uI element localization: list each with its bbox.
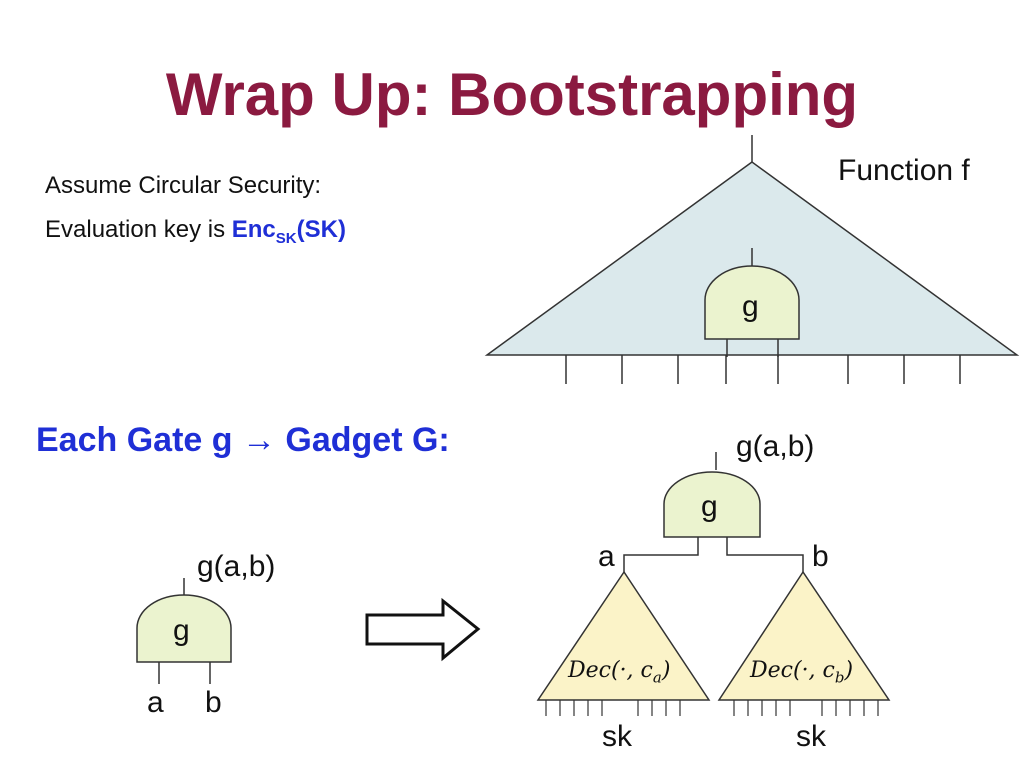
slide-title: Wrap Up: Bootstrapping — [165, 61, 859, 128]
dec-b-end: ) — [844, 658, 854, 683]
key-subscript: SK — [275, 229, 297, 247]
gadget-wire-a — [623, 537, 699, 572]
dec-a-sub: a — [652, 668, 662, 687]
gadget-gate-label: g — [701, 490, 718, 523]
function-input-wires — [565, 355, 961, 384]
assumption-prefix: Evaluation key is — [45, 216, 232, 243]
left-gate-label: g — [173, 614, 190, 647]
dec-a-end: ) — [661, 658, 671, 683]
left-gate-output-label: g(a,b) — [197, 550, 276, 583]
gadget-wire-b — [726, 537, 804, 572]
key-main: Enc — [231, 216, 276, 243]
gadget-gate-shape — [663, 471, 761, 538]
dec-label-a: Dec(·, ca) — [568, 658, 670, 686]
transform-arrow — [365, 597, 481, 662]
gadget-output-label: g(a,b) — [736, 430, 815, 463]
dec-triangle-b — [717, 570, 891, 701]
function-f-label: Function f — [838, 154, 970, 187]
assumption-line-1: Assume Circular Security: — [45, 172, 322, 199]
gadget-input-b: b — [812, 540, 829, 573]
key-argument: (SK) — [296, 216, 346, 243]
dec-b-main: Dec(·, c — [750, 658, 835, 683]
dec-b-sub: b — [834, 668, 845, 687]
dec-a-main: Dec(·, c — [568, 658, 653, 683]
left-gate-shape — [136, 594, 232, 663]
sk-label-right: sk — [796, 720, 826, 753]
evaluation-key: EncSK(SK) — [231, 216, 346, 247]
dec-triangle-a — [536, 570, 711, 701]
dec-label-b: Dec(·, cb) — [750, 658, 853, 686]
section-heading: Each Gate g → Gadget G: — [36, 421, 450, 459]
assumption-line-2: Evaluation key is EncSK(SK) — [45, 216, 346, 247]
sk-wires-right — [733, 700, 879, 716]
sk-label-left: sk — [602, 720, 632, 753]
gadget-input-a: a — [598, 540, 615, 573]
left-gate-input-a: a — [147, 686, 164, 719]
left-gate-input-b: b — [205, 686, 222, 719]
inner-gate-shape — [704, 265, 800, 340]
sk-wires-left — [545, 700, 681, 716]
inner-gate-label: g — [742, 290, 759, 323]
